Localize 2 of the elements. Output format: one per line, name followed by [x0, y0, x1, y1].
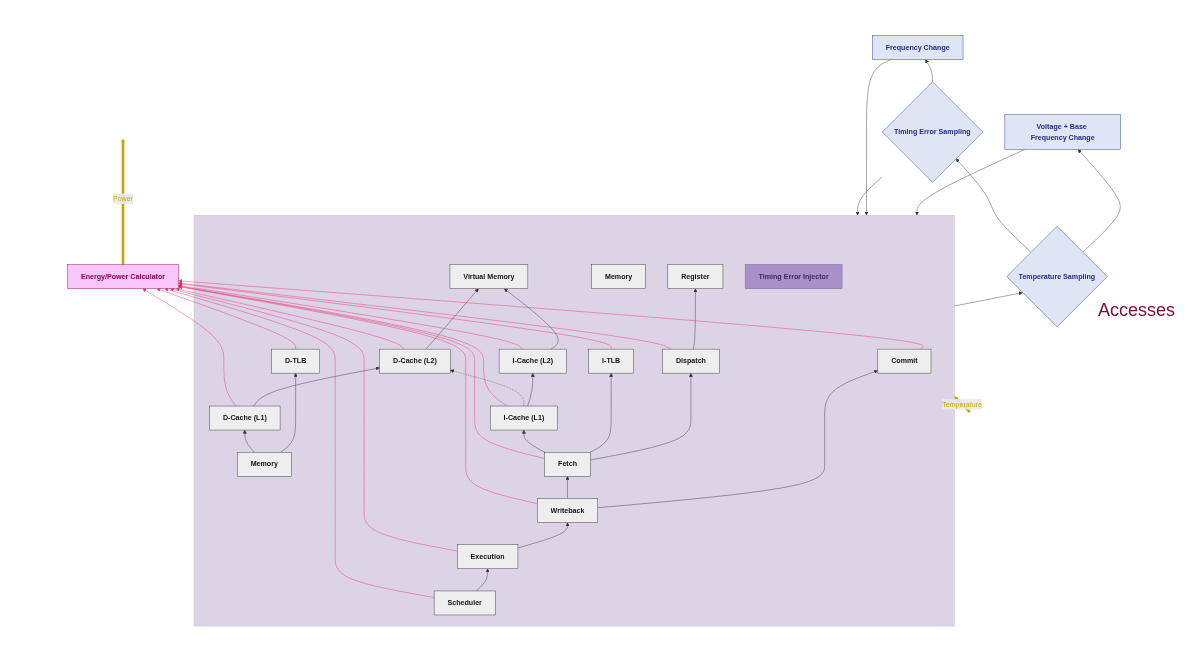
arrow: [120, 138, 125, 265]
note-text: Accesses: [1097, 300, 1175, 321]
